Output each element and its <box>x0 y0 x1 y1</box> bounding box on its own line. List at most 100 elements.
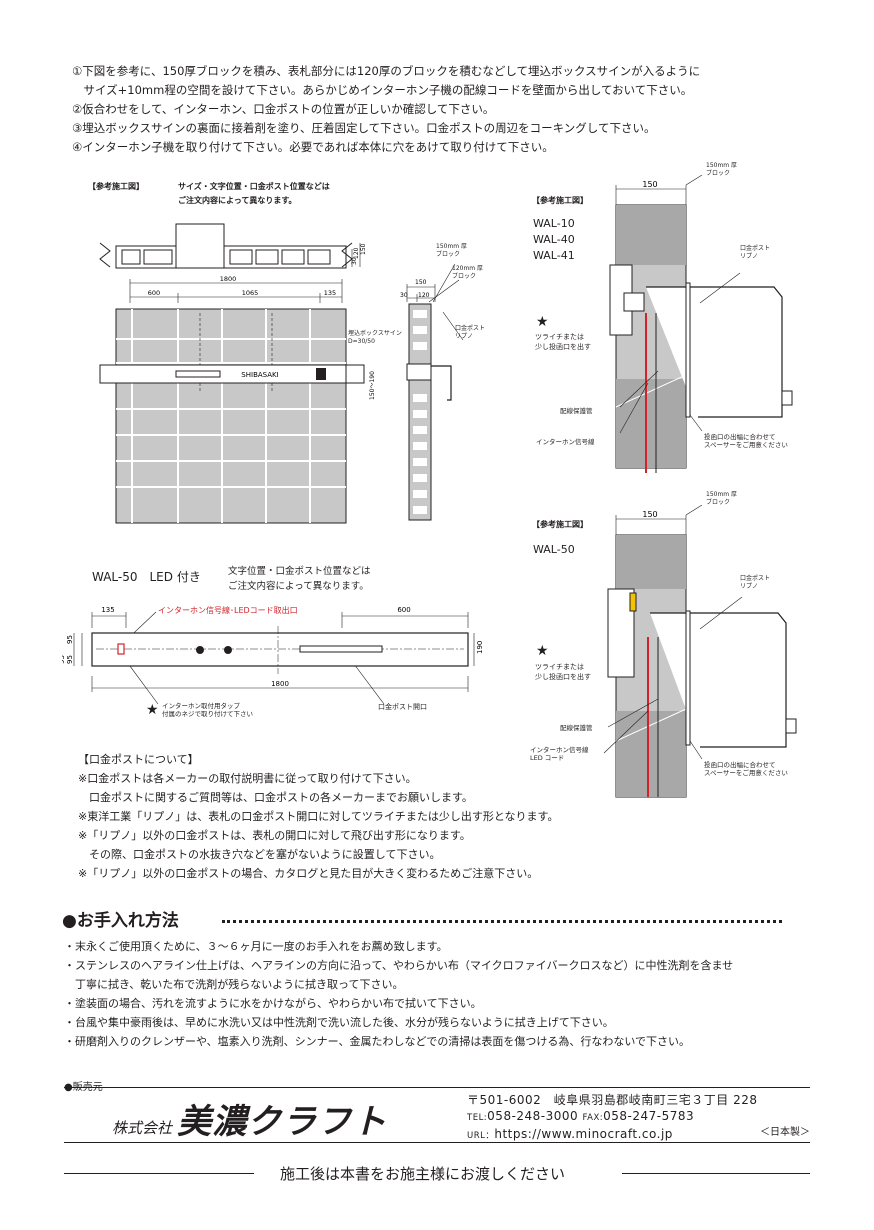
company-url[interactable]: https://www.minocraft.co.jp <box>494 1127 673 1141</box>
sec-dim-30: 30 <box>400 292 408 299</box>
footer-top-rule <box>64 1087 810 1088</box>
maintenance-dotted-rule <box>222 920 782 923</box>
fig2-red-label: インターホン信号線･LEDコード取出口 <box>158 606 298 615</box>
postal-address: 〒501-6002 岐阜県羽島郡岐南町三宅３丁目 228 <box>467 1093 758 1107</box>
maintenance-item: ・末永くご使用頂くために、３～６ヶ月に一度のお手入れをお薦め致します。 <box>64 940 448 953</box>
lbl-120block: 120mm 厚 ブロック <box>452 265 484 280</box>
sec-dim-150: 150 <box>415 279 427 286</box>
dim-30: 30 <box>351 257 358 265</box>
dim-95-c: 95 <box>62 655 66 664</box>
dim-range: 150～190 <box>369 371 376 400</box>
fig3-lbl-block: 150mm 厚 ブロック <box>706 162 738 177</box>
fig4-model: WAL-50 <box>533 543 575 556</box>
lbl-tap: インターホン取付用タップ 付属のネジで取り付けて下さい <box>162 702 253 718</box>
post-note-1: ※口金ポストは各メーカーの取付説明書に従って取り付けて下さい。 <box>78 772 417 785</box>
fig3-models: WAL-10 WAL-40 WAL-41 <box>533 216 575 264</box>
fig2-note-2: ご注文内容によって異なります。 <box>228 581 369 592</box>
sec-dim-120: 120 <box>418 292 430 299</box>
maintenance-item: ・塗装面の場合、汚れを流すように水をかけながら、やわらかい布で拭いて下さい。 <box>64 997 482 1010</box>
maintenance-title: ●お手入れ方法 <box>62 911 179 931</box>
fig4-star: ★ <box>536 643 549 659</box>
lbl-post-1: 口金ポスト リプノ <box>455 325 486 340</box>
fig4-tag: 【参考施工図】 <box>532 520 588 529</box>
fig3-model-2: WAL-40 <box>533 233 575 246</box>
step-2: ②仮合わせをして、インターホン、口金ポストの位置が正しいか確認して下さい。 <box>72 102 495 116</box>
fig4-dim-150: 150 <box>642 510 657 519</box>
wall-section-drawing: 150 30 120 <box>400 263 464 521</box>
lbl-boxsign: 埋込ボックスサイン D=30/50 <box>348 330 402 345</box>
seller-label: ●販売元 <box>64 1082 103 1093</box>
url-label: URL： <box>467 1131 495 1141</box>
wall-elevation-drawing: 1800 600 1065 135 30 120 150 SHIBASAKI 1… <box>99 223 376 524</box>
maintenance-item: ・ステンレスのヘアライン仕上げは、ヘアラインの方向に沿って、やわらかい布（マイク… <box>64 959 734 972</box>
fig3-model-3: WAL-41 <box>533 249 575 262</box>
company-address: 〒501-6002 岐阜県羽島郡岐南町三宅３丁目 228 TEL:058-248… <box>467 1092 758 1144</box>
fig2-model: WAL-50 LED 付き <box>92 570 201 584</box>
fig4-lbl-flush: ツライチまたは 少し投函口を出す <box>535 663 591 681</box>
tel-number: 058-248-3000 <box>487 1109 579 1123</box>
fig2-star: ★ <box>146 702 159 718</box>
dim-600: 600 <box>397 606 410 614</box>
post-note-2: 口金ポストに関するご質問等は、口金ポストの各メーカーまでお願いします。 <box>78 791 473 804</box>
wal50-section-drawing: 150 50 100 <box>603 505 797 798</box>
handover-note: 施工後は本書をお施主様にお渡しください <box>280 1165 566 1183</box>
dim-135: 135 <box>101 606 114 614</box>
step-4: ④インターホン子機を取り付けて下さい。必要であれば本体に穴をあけて取り付けて下さ… <box>72 140 554 154</box>
handover-rule-right <box>622 1173 810 1174</box>
dim-95-a: 95 <box>66 635 74 644</box>
made-in-japan: ＜日本製＞ <box>760 1127 810 1138</box>
fig4-lbl-post: 口金ポスト リプノ <box>740 575 771 590</box>
fig3-tag: 【参考施工図】 <box>532 196 588 205</box>
fig3-star: ★ <box>536 314 549 330</box>
fig3-model-1: WAL-10 <box>533 217 575 230</box>
post-notes: 【口金ポストについて】 ※口金ポストは各メーカーの取付説明書に従って取り付けて下… <box>78 750 558 883</box>
post-note-5: その際、口金ポストの水抜き穴などを塞がないように設置して下さい。 <box>78 848 441 861</box>
footer-bottom-rule <box>64 1142 810 1143</box>
instruction-steps: ①下図を参考に、150厚ブロックを積み、表札部分には120厚のブロックを積むなど… <box>72 62 700 157</box>
post-notes-title: 【口金ポストについて】 <box>78 753 199 766</box>
tel-label: TEL: <box>467 1113 488 1123</box>
fig2-note-1: 文字位置・口金ポスト位置などは <box>228 566 371 577</box>
handover-rule-left <box>64 1173 254 1174</box>
maintenance-list: ・末永くご使用頂くために、３～６ヶ月に一度のお手入れをお薦め致します。 ・ステン… <box>64 937 733 1051</box>
dim-150: 150 <box>360 243 367 255</box>
fig1-tag: 【参考施工図】 <box>88 182 144 191</box>
name-plate-text: SHIBASAKI <box>241 371 278 379</box>
fig1-note-2: ご注文内容によって異なります。 <box>178 196 297 205</box>
dim-190: 190 <box>476 641 484 654</box>
dim-c: 135 <box>324 289 336 297</box>
dim-a: 600 <box>148 289 160 297</box>
dim-95-b: 95 <box>66 655 74 664</box>
fig3-lbl-flush: ツライチまたは 少し投函口を出す <box>535 333 591 351</box>
maintenance-item: ・台風や集中豪雨後は、早めに水洗い又は中性洗剤で洗い流した後、水分が残らないよう… <box>64 1016 614 1029</box>
fig4-lbl-wire: インターホン信号線 LED コード <box>530 746 589 762</box>
step-1: ①下図を参考に、150厚ブロックを積み、表札部分には120厚のブロックを積むなど… <box>72 64 701 78</box>
fig4-lbl-block: 150mm 厚 ブロック <box>706 491 738 506</box>
dim-120: 120 <box>353 247 360 259</box>
fig3-lbl-wire: インターホン信号線 <box>536 438 595 446</box>
fig3-lbl-post: 口金ポスト リプノ <box>740 245 771 260</box>
lbl-opening: 口金ポスト開口 <box>378 703 427 711</box>
dim-1800: 1800 <box>271 680 289 688</box>
step-3: ③埋込ボックスサインの裏面に接着剤を塗り、圧着固定して下さい。口金ポストの周辺を… <box>72 121 656 135</box>
dim-total: 1800 <box>220 275 237 283</box>
step-1-cont: サイズ+10mm程の空間を設けて下さい。あらかじめインターホン子機の配線コードを… <box>72 83 693 97</box>
maintenance-item: 丁寧に拭き、乾いた布で洗剤が残らないように拭き取って下さい。 <box>64 978 404 991</box>
maintenance-item: ・研磨剤入りのクレンザーや、塩素入り洗剤、シンナー、金属たわしなどでの清掃は表面… <box>64 1035 691 1048</box>
fig3-lbl-spacer: 投函口の出幅に合わせて スペーサーをご用意ください <box>704 433 788 449</box>
fig1-note-1: サイズ・文字位置・口金ポスト位置などは <box>178 182 330 191</box>
fax-number: 058-247-5783 <box>603 1109 695 1123</box>
wal10-section-drawing: 150 30 120 <box>609 175 793 473</box>
post-note-4: ※「リプノ」以外の口金ポストは、表札の開口に対して飛び出す形になります。 <box>78 829 471 842</box>
post-note-6: ※「リプノ」以外の口金ポストの場合、カタログと見た目が大きく変わるためご注意下さ… <box>78 867 539 880</box>
fig3-lbl-pipe: 配線保護管 <box>560 407 593 415</box>
fax-label: FAX: <box>582 1113 604 1123</box>
company-prefix: 株式会社 <box>112 1119 173 1137</box>
fig4-lbl-spacer: 投函口の出幅に合わせて スペーサーをご用意ください <box>704 761 788 777</box>
lbl-150block: 150mm 厚 ブロック <box>436 243 468 258</box>
dim-b: 1065 <box>242 289 259 297</box>
fig3-dim-150: 150 <box>642 180 657 189</box>
company-logo: 株式会社 美濃クラフト <box>112 1094 387 1143</box>
post-note-3: ※東洋工業「リプノ」は、表札の口金ポスト開口に対してツライチまたは少し出す形とな… <box>78 810 559 823</box>
company-name: 美濃クラフト <box>177 1102 388 1142</box>
